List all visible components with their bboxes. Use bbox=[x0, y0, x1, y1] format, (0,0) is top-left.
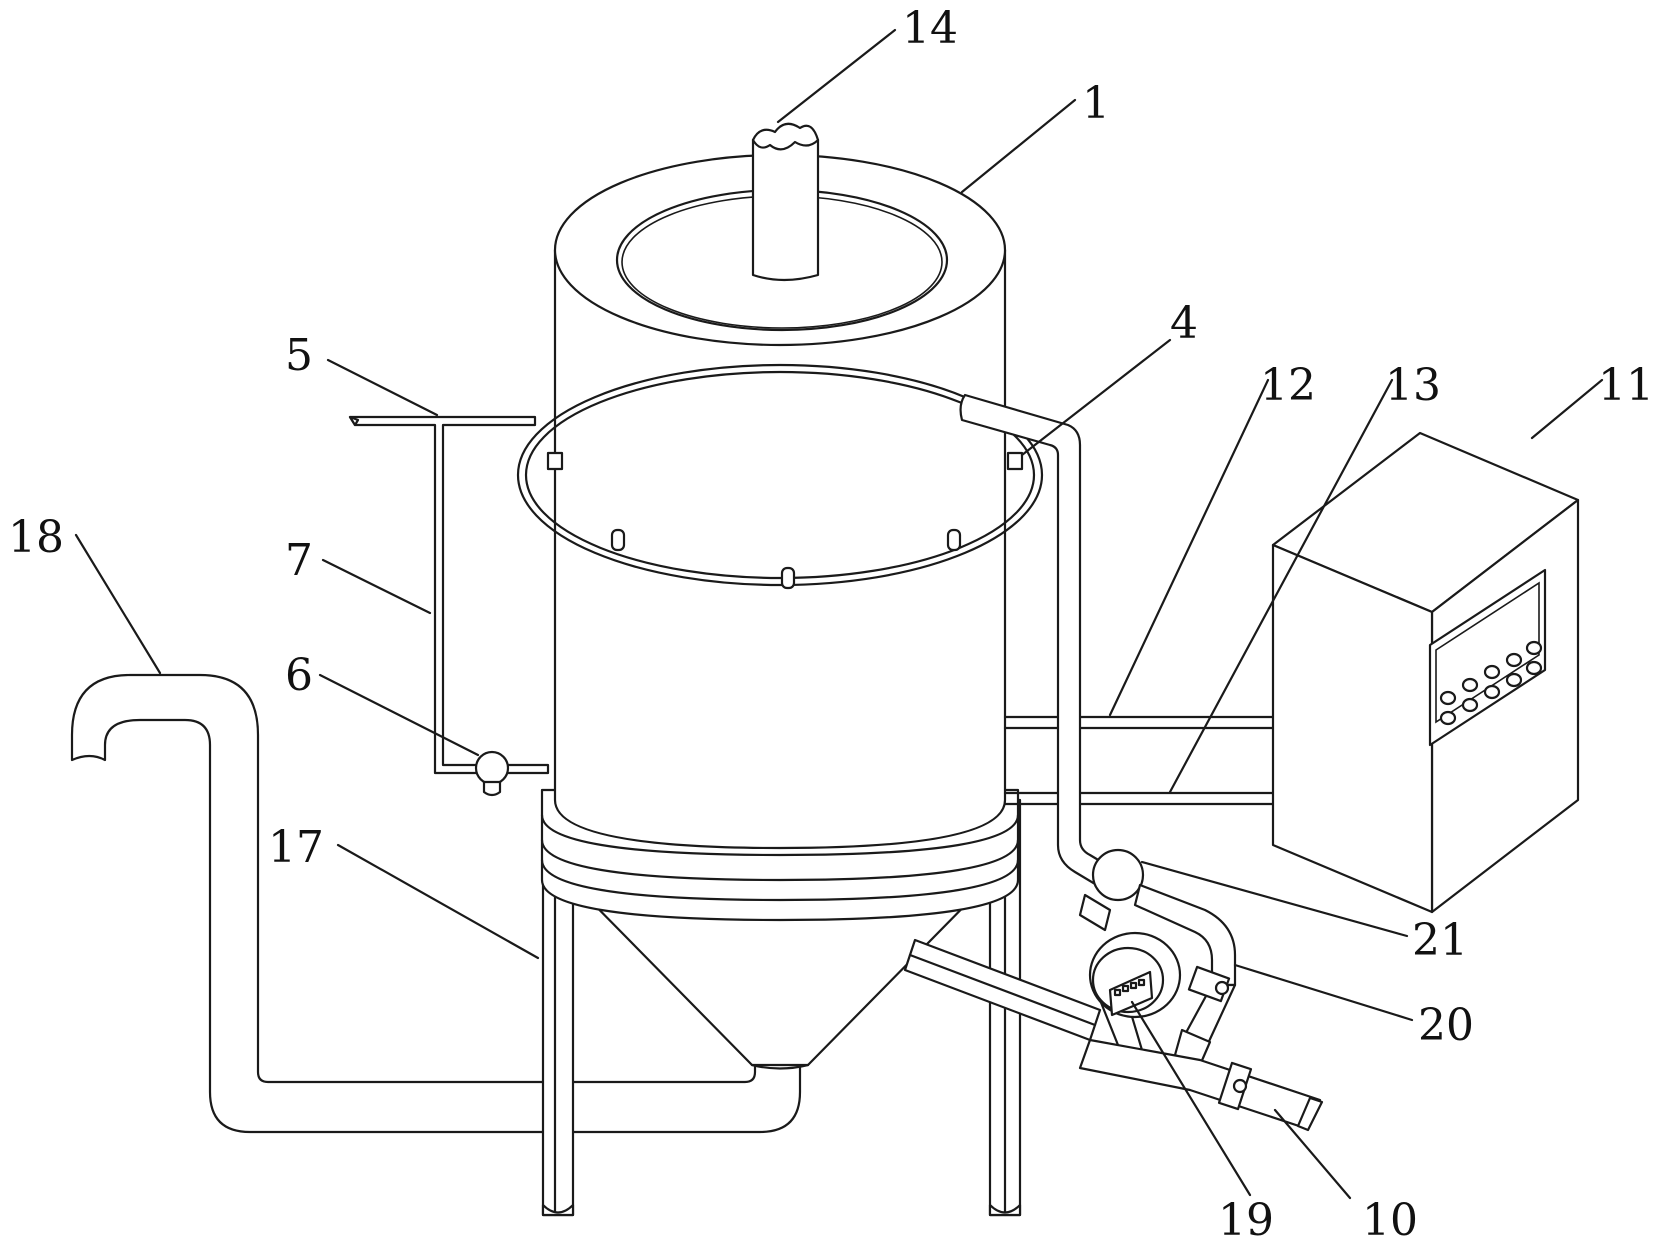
label-12: 12 bbox=[1260, 360, 1316, 411]
side-pipe-5-7 bbox=[348, 415, 550, 775]
label-14: 14 bbox=[902, 3, 958, 54]
label-13: 13 bbox=[1385, 360, 1441, 411]
label-20: 20 bbox=[1418, 1000, 1474, 1051]
conduit-13 bbox=[1003, 791, 1277, 806]
label-1: 1 bbox=[1082, 78, 1110, 129]
reference-labels: 14 1 4 12 13 11 5 7 6 18 17 21 20 19 10 bbox=[8, 3, 1654, 1242]
control-box-11 bbox=[1271, 431, 1580, 914]
flowmeter-19 bbox=[1088, 931, 1182, 1062]
spray-ring-4 bbox=[516, 363, 1044, 590]
label-11: 11 bbox=[1598, 360, 1654, 411]
discharge-pipe-18 bbox=[70, 673, 802, 1134]
label-7: 7 bbox=[285, 535, 313, 586]
inlet-pipe-10 bbox=[1078, 1038, 1324, 1132]
label-17: 17 bbox=[268, 822, 324, 873]
label-18: 18 bbox=[8, 512, 64, 563]
pump-21 bbox=[1078, 848, 1237, 987]
valve-6 bbox=[474, 750, 510, 797]
label-5: 5 bbox=[285, 330, 313, 381]
label-10: 10 bbox=[1362, 1195, 1418, 1242]
return-pipe-20 bbox=[1173, 965, 1237, 1067]
exhaust-pipe-14 bbox=[751, 122, 820, 282]
label-19: 19 bbox=[1218, 1195, 1274, 1242]
control-buttons bbox=[1439, 640, 1543, 726]
label-4: 4 bbox=[1170, 298, 1198, 349]
leader-lines bbox=[74, 28, 1604, 1200]
conduit-12 bbox=[1003, 715, 1277, 730]
label-21: 21 bbox=[1412, 915, 1468, 966]
label-6: 6 bbox=[285, 650, 313, 701]
feed-pipe bbox=[959, 393, 1117, 892]
